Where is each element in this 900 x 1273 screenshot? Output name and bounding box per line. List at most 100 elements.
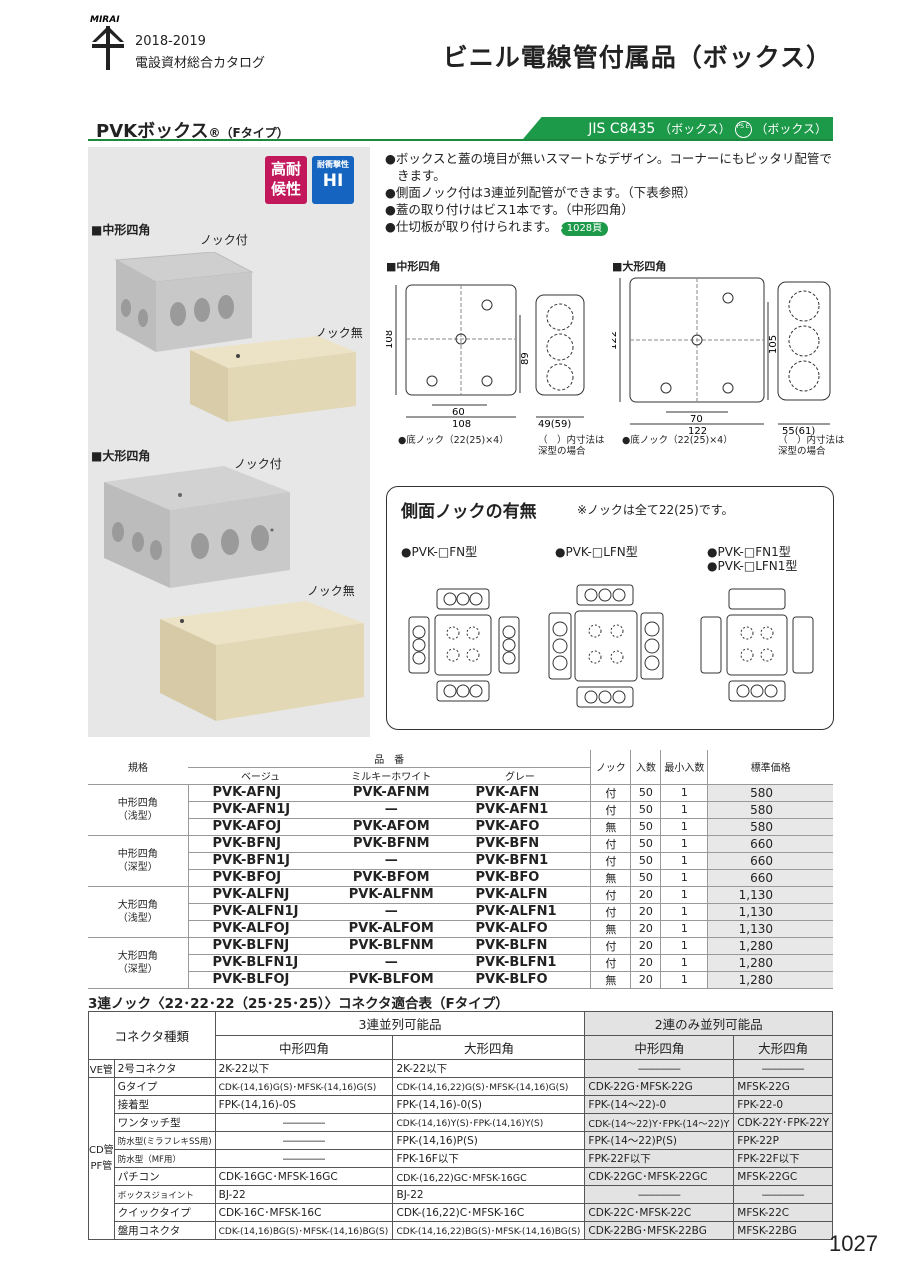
page-number: 1027 (829, 1231, 878, 1256)
col-knock: ノック (590, 750, 631, 785)
milky-white-part-no: — (332, 954, 450, 972)
beige-part-no: PVK-ALFNJ (188, 886, 333, 904)
knock-panel-title: 側面ノックの有無 (401, 502, 537, 522)
connector-type-cell: ボックスジョイント (113, 1185, 216, 1204)
page-reference-link[interactable]: ➜ 1028頁 (555, 222, 609, 236)
min-qty-cell: 1 (660, 903, 708, 921)
gray-part-no: PVK-BLFN (449, 937, 591, 955)
gray-part-no: PVK-AFN1 (449, 801, 591, 819)
compat-subheader-row: 中形四角大形四角中形四角大形四角 (89, 1035, 833, 1060)
two-large-cell: FPK-22P (733, 1131, 833, 1150)
two-medium-cell: FPK-(14～22)P(S) (584, 1131, 735, 1150)
two-large-cell: MFSK-22C (733, 1203, 833, 1222)
two-medium-cell: FPK-(14～22)-0 (584, 1095, 735, 1114)
gray-part-no: PVK-AFN (449, 784, 591, 802)
beige-part-no: PVK-ALFOJ (188, 920, 333, 938)
milky-white-part-no: PVK-BLFNM (332, 937, 450, 955)
min-qty-cell: 1 (660, 869, 708, 887)
price-cell: 580 (707, 818, 833, 836)
connector-type-cell: 防水型(ミラフレキSS用) (113, 1131, 216, 1150)
catalog-year: 2018-2019 (135, 34, 206, 49)
two-large-cell: MFSK-22G (733, 1077, 833, 1096)
inner-height-dim: 105 (768, 335, 779, 354)
knock-type-fn: ●PVK-□FN型 (401, 545, 478, 559)
milky-white-part-no: PVK-ALFOM (332, 920, 450, 938)
three-medium-cell: 2K-22以下 (214, 1059, 394, 1078)
knock-type-lfn: ●PVK-□LFN型 (555, 545, 638, 559)
col-min-qty: 最小入数 (660, 750, 708, 785)
two-large-cell: ―――― (733, 1185, 833, 1204)
knock-cell: 付 (590, 852, 631, 870)
gray-part-no: PVK-ALFN (449, 886, 591, 904)
two-medium-cell: ―――― (584, 1059, 735, 1078)
milky-white-part-no: — (332, 801, 450, 819)
min-qty-cell: 1 (660, 886, 708, 904)
two-large-cell: ―――― (733, 1059, 833, 1078)
three-medium-cell: ―――― (214, 1131, 394, 1150)
three-large-cell: CDK-(14,16,22)G(S)･MFSK-(14,16)G(S) (392, 1077, 586, 1096)
col-gray: グレー (449, 767, 591, 785)
width-dim: 108 (452, 419, 471, 430)
weather-resistance-badge: 高耐候性 (265, 156, 307, 204)
three-medium-cell: FPK-(14,16)-0S (214, 1095, 394, 1114)
three-large-cell: CDK-(14,16,22)BG(S)･MFSK-(14,16)BG(S) (392, 1221, 586, 1240)
inner-width-dim: 70 (690, 414, 703, 425)
connector-type-cell: 防水型（MF用） (113, 1149, 216, 1168)
product-name: PVKボックス (96, 121, 209, 142)
price-header-row: 規格品 番ノック入数最小入数標準価格 (88, 750, 833, 785)
catalog-title: 電設資材総合カタログ (135, 56, 266, 71)
inner-height-dim: 89 (520, 352, 531, 365)
two-medium-cell: CDK-(14～22)Y･FPK-(14～22)Y (584, 1113, 735, 1132)
knock-type-lfn1: ●PVK-□LFN1型 (707, 559, 798, 573)
medium-box-knock-photo (114, 252, 254, 352)
milky-white-part-no: PVK-ALFNM (332, 886, 450, 904)
col-beige: ベージュ (188, 767, 333, 785)
qty-cell: 20 (630, 954, 661, 972)
without-knock-label: ノック無 (307, 584, 355, 598)
knock-type-fn1: ●PVK-□FN1型 (707, 545, 791, 559)
col-three-medium: 中形四角 (214, 1035, 394, 1060)
gray-part-no: PVK-BFN (449, 835, 591, 853)
lfn-type-diagram (548, 584, 664, 708)
qty-cell: 50 (630, 784, 661, 802)
qty-cell: 50 (630, 818, 661, 836)
gray-part-no: PVK-BLFO (449, 971, 591, 989)
two-large-cell: MFSK-22BG (733, 1221, 833, 1240)
logo-text: MIRAI (90, 15, 120, 25)
price-cell: 1,130 (707, 920, 833, 938)
connector-type-cell: Gタイプ (113, 1077, 216, 1096)
col-two-medium: 中形四角 (584, 1035, 735, 1060)
price-cell: 1,280 (707, 971, 833, 989)
two-large-cell: FPK-22-0 (733, 1095, 833, 1114)
feature-item: ●仕切板が取り付けられます。 ➜ 1028頁 (385, 218, 835, 236)
three-large-cell: BJ-22 (392, 1185, 586, 1204)
standard-banner: JIS C8435 （ボックス） PS E （ボックス） (523, 117, 833, 139)
milky-white-part-no: PVK-BLFOM (332, 971, 450, 989)
qty-cell: 20 (630, 920, 661, 938)
gray-part-no: PVK-AFO (449, 818, 591, 836)
side-knock-panel: 側面ノックの有無 ※ノックは全て22(25)です。 ●PVK-□FN型 ●PVK… (386, 486, 834, 730)
min-qty-cell: 1 (660, 954, 708, 972)
knock-cell: 無 (590, 971, 631, 989)
three-medium-cell: CDK-16C･MFSK-16C (214, 1203, 394, 1222)
col-two-parallel: 2連のみ並列可能品 (584, 1011, 833, 1036)
beige-part-no: PVK-AFNJ (188, 784, 333, 802)
three-medium-cell: ―――― (214, 1113, 394, 1132)
medium-drawing-label: ■中形四角 (386, 260, 441, 273)
beige-part-no: PVK-BLFN1J (188, 954, 333, 972)
large-photo-heading: ■大形四角 (91, 449, 151, 463)
page-title: ビニル電線管付属品（ボックス） (442, 43, 832, 72)
price-cell: 1,130 (707, 903, 833, 921)
